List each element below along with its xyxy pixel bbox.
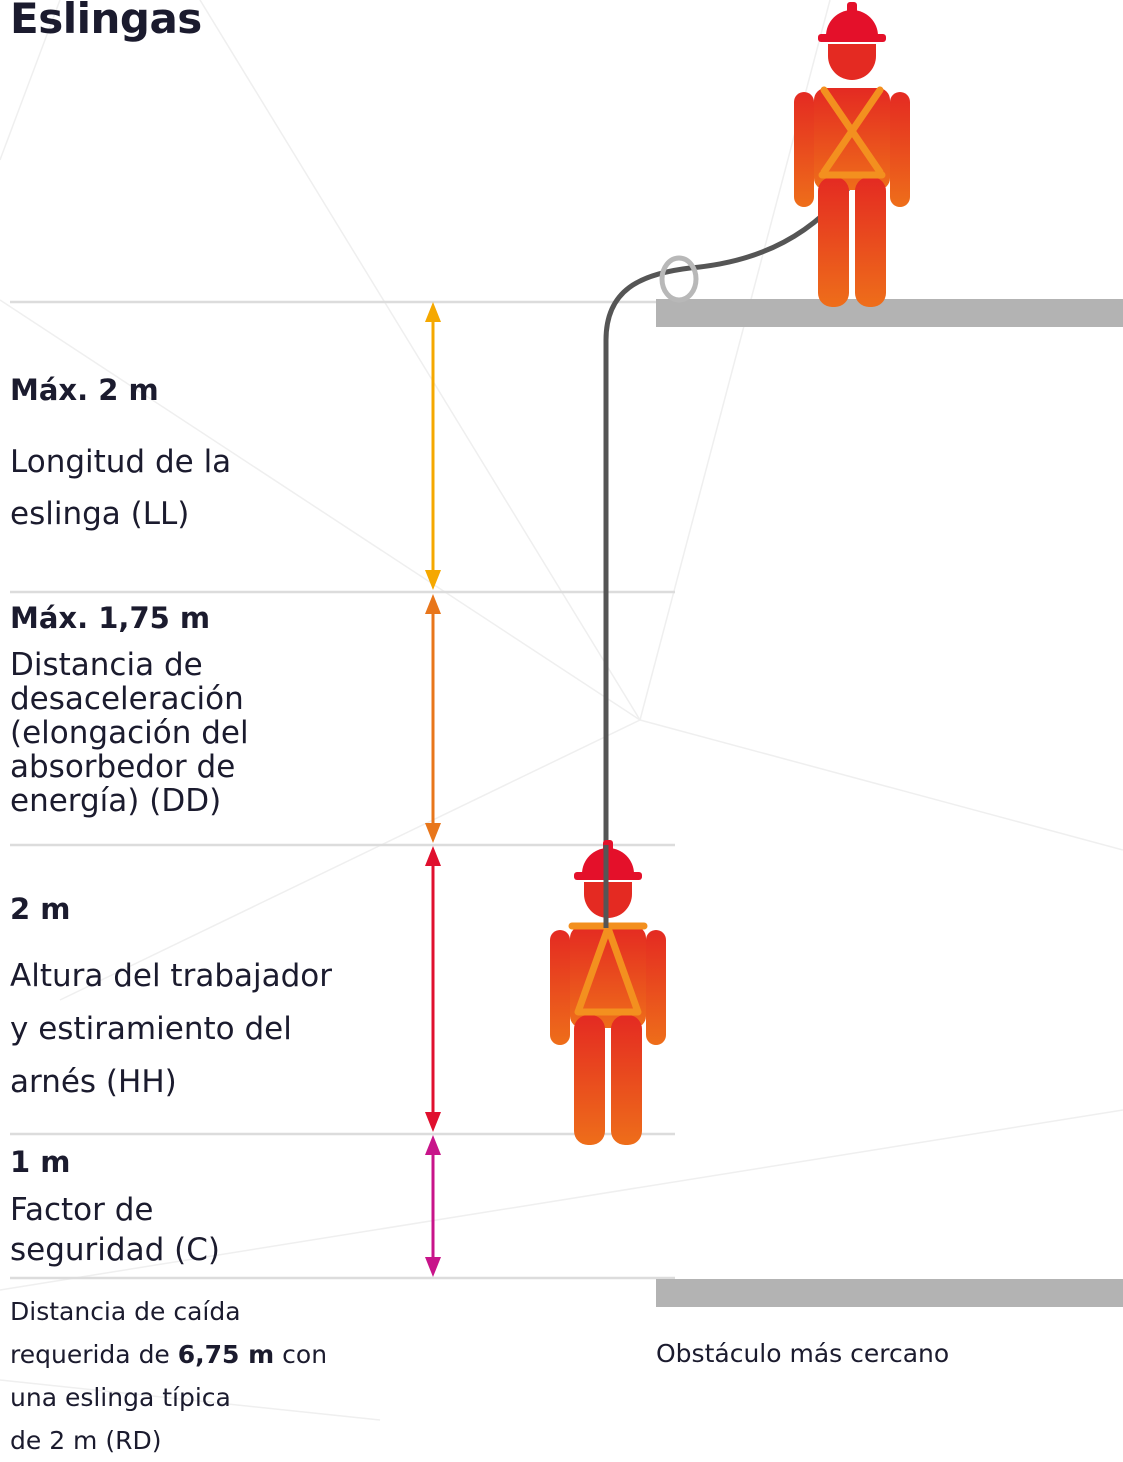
arrow-hh: [425, 846, 441, 1132]
ll-value: Máx. 2 m: [10, 373, 159, 407]
obstacle-platform: [656, 1279, 1123, 1307]
arrow-dd: [425, 594, 441, 843]
c-value: 1 m: [10, 1145, 71, 1179]
worker-icon: [794, 2, 910, 307]
c-description: Factor de seguridad (C): [10, 1192, 220, 1268]
worker-icon: [550, 840, 666, 1145]
obstacle-label: Obstáculo más cercano: [656, 1339, 950, 1368]
lanyard: [603, 175, 859, 943]
arrow-ll: [425, 302, 441, 590]
hh-description: Altura del trabajador y estiramiento del…: [10, 958, 333, 1100]
arrow-c: [425, 1135, 441, 1277]
ll-description: Longitud de la eslinga (LL): [10, 444, 232, 532]
hh-value: 2 m: [10, 892, 71, 926]
dd-value: Máx. 1,75 m: [10, 601, 211, 635]
anchor-ring-icon: [659, 255, 699, 303]
measure-arrows: [425, 302, 441, 1277]
page-title: Eslingas: [10, 0, 202, 43]
level-dividers: [10, 300, 675, 1280]
required-distance-note: Distancia de caída requerida de 6,75 m c…: [10, 1297, 328, 1455]
upper-platform: [656, 299, 1123, 327]
dd-description: Distancia de desaceleración (elongación …: [10, 647, 249, 819]
